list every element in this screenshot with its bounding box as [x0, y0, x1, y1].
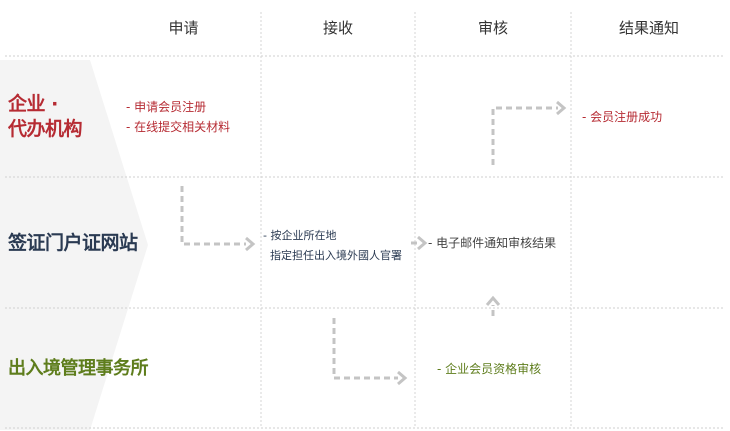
column-header-review: 审核 [477, 19, 508, 37]
arrowhead-up [485, 295, 501, 306]
chevron-background [0, 60, 148, 430]
receive-notes: - 按企业所在地 指定担任出入境外國人官署 [263, 226, 402, 266]
column-header-apply: 申请 [168, 19, 199, 37]
row-label-company-line2: 代办机构 [8, 118, 83, 140]
arrow-apply-to-receive [180, 186, 246, 246]
row-label-portal-line1: 签证门户证网站 [8, 232, 138, 254]
email-note: - 电子邮件通知审核结果 [428, 233, 556, 253]
review-note: - 企业会员资格审核 [437, 359, 541, 379]
apply-note-1: - 申请会员注册 [126, 100, 207, 114]
row-label-company: 企业 · 代办机构 [8, 92, 83, 142]
row-label-immigration-office: 出入境管理事务所 [8, 356, 149, 382]
arrowhead-review [397, 370, 408, 386]
arrowhead-email [417, 235, 428, 251]
email-note-1: - 电子邮件通知审核结果 [428, 236, 557, 250]
arrow-office-to-review [332, 318, 398, 380]
column-header-receive: 接收 [322, 19, 353, 37]
arrow-review-to-result [491, 106, 558, 165]
apply-notes: - 申请会员注册 - 在线提交相关材料 [126, 97, 230, 137]
result-note-1: - 会员注册成功 [582, 110, 663, 124]
review-note-1: - 企业会员资格审核 [437, 362, 542, 376]
row-label-portal: 签证门户证网站 [8, 230, 138, 256]
receive-note-1: - 按企业所在地 [263, 229, 337, 242]
row-label-company-line1: 企业 · [8, 93, 58, 115]
apply-note-2: - 在线提交相关材料 [126, 120, 231, 134]
column-header-result: 结果通知 [618, 19, 679, 37]
result-note: - 会员注册成功 [582, 107, 662, 127]
receive-note-2: 指定担任出入境外國人官署 [270, 249, 402, 262]
arrowhead-receive [245, 236, 256, 252]
row-label-office-line1: 出入境管理事务所 [8, 358, 149, 379]
arrowhead-result [556, 100, 567, 116]
